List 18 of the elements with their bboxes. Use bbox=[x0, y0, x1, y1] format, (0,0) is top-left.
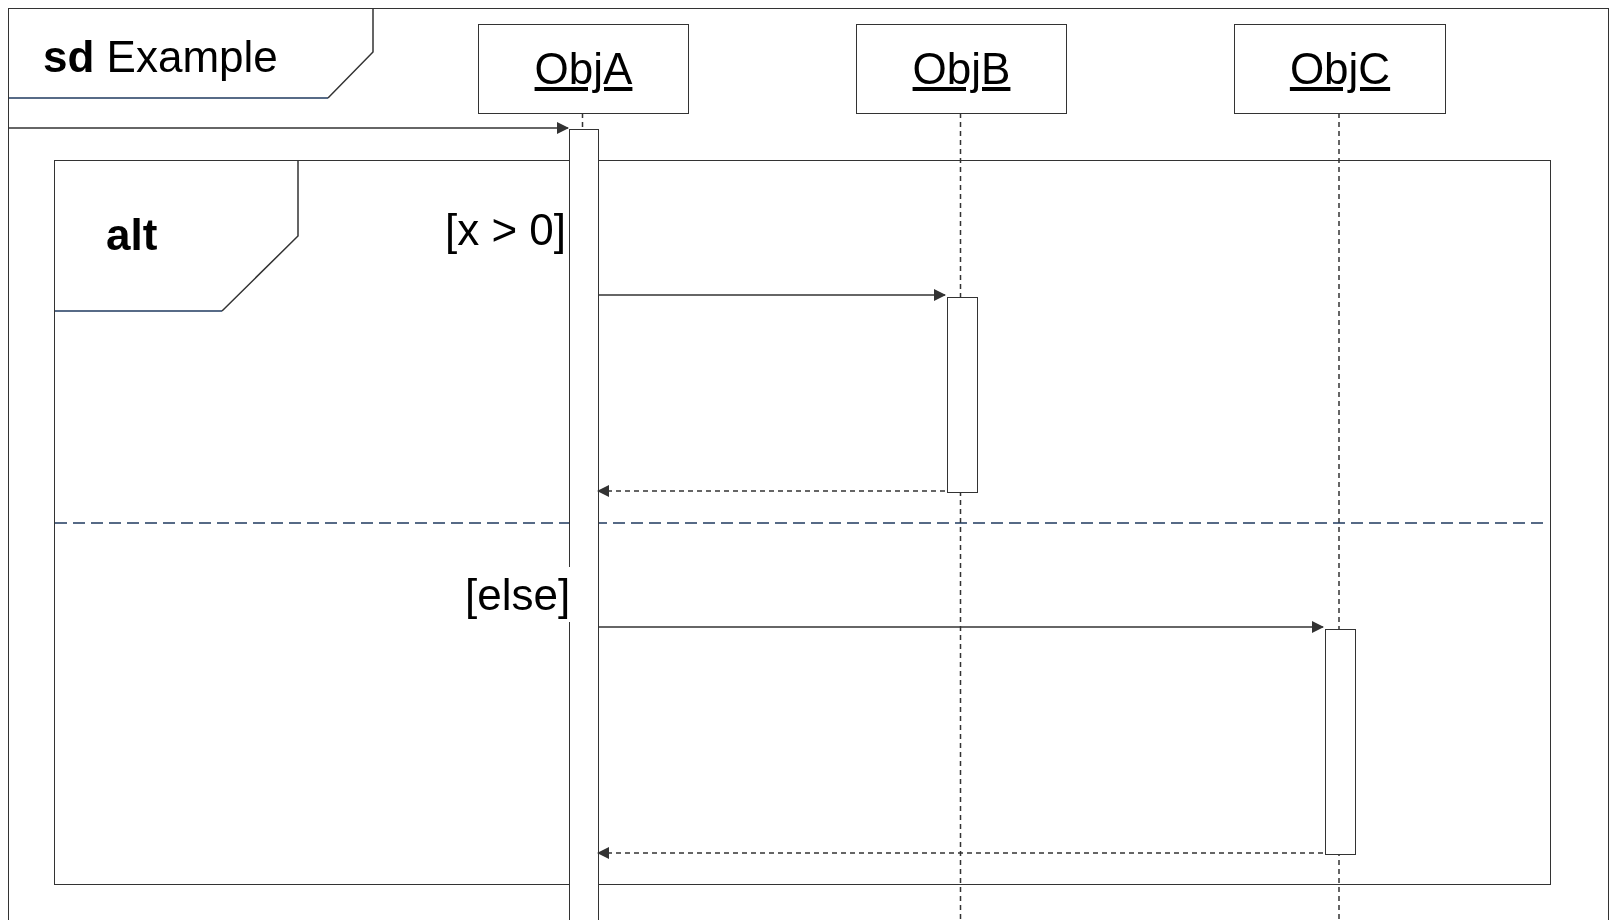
guard-condition: [else] bbox=[465, 567, 571, 622]
object-box bbox=[856, 24, 1067, 114]
frame-title: sd Example bbox=[43, 35, 278, 79]
message-arrow bbox=[7, 122, 569, 134]
message-arrow bbox=[597, 289, 946, 301]
sequence-frame bbox=[8, 8, 1609, 920]
return-message-arrow bbox=[597, 485, 946, 497]
return-message-arrow bbox=[597, 847, 1324, 859]
object-box bbox=[1234, 24, 1446, 114]
object-name: ObjC bbox=[1289, 47, 1391, 91]
object-box bbox=[478, 24, 689, 114]
activation-bar bbox=[569, 129, 599, 920]
activation-bar bbox=[947, 297, 978, 493]
message-arrow bbox=[597, 621, 1324, 633]
object-name: ObjA bbox=[534, 47, 633, 91]
object-name: ObjB bbox=[912, 47, 1011, 91]
activation-bar bbox=[1325, 629, 1356, 855]
combined-fragment bbox=[54, 160, 1551, 885]
